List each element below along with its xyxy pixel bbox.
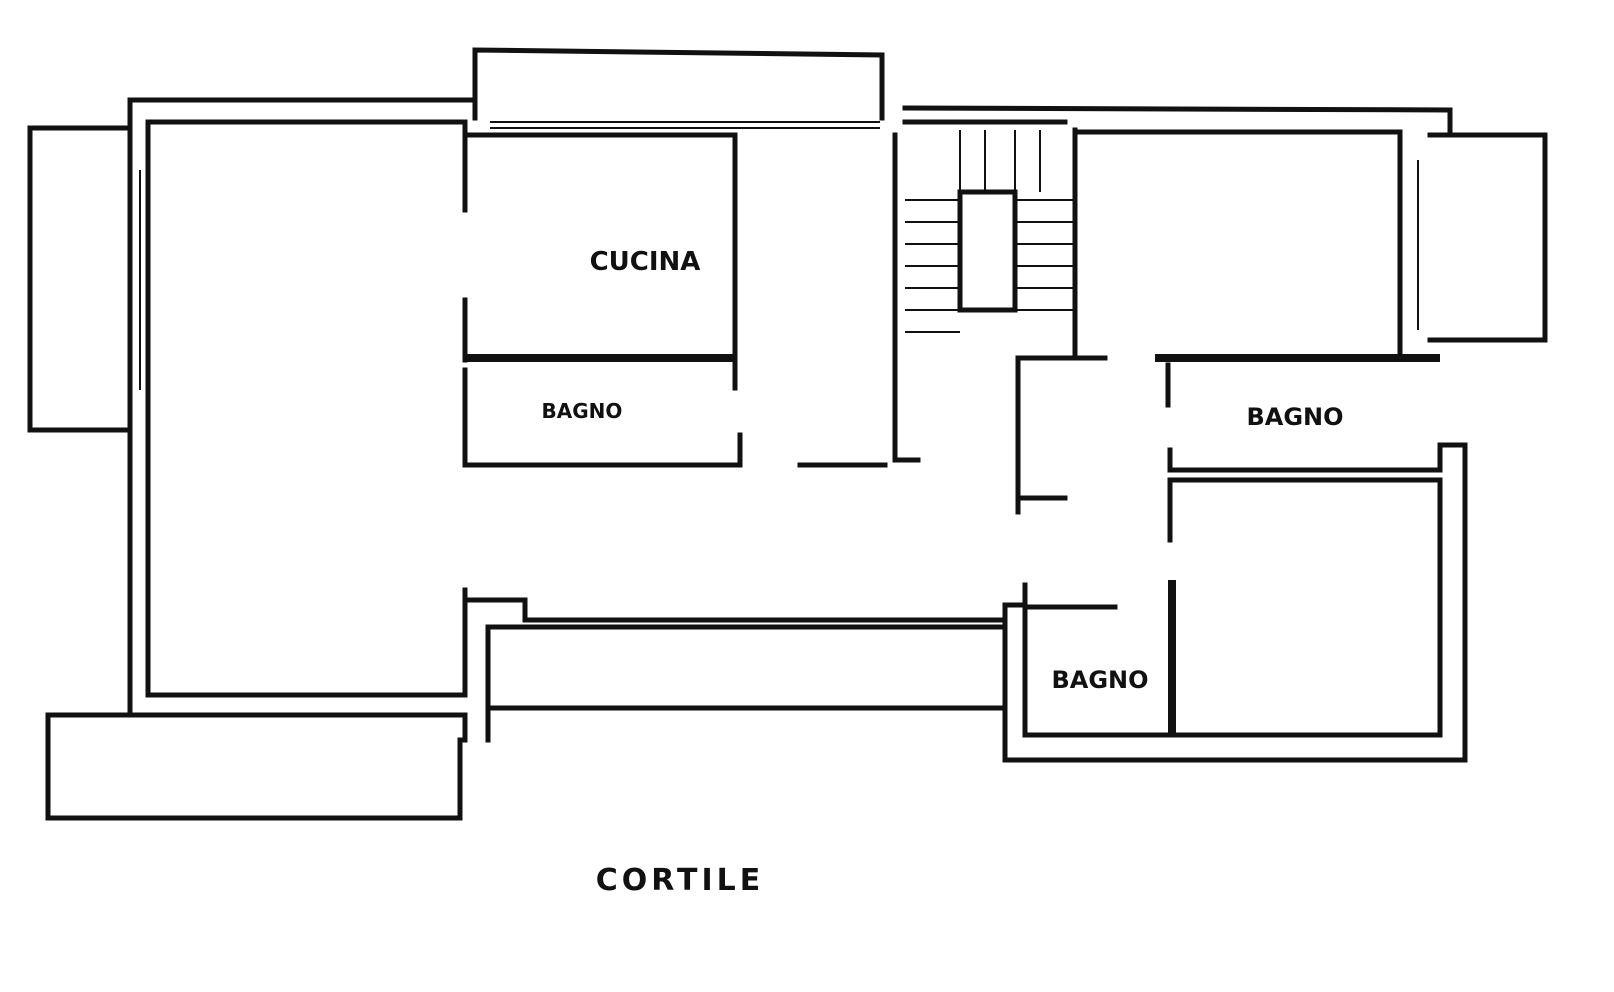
bath-3-wall [1022,582,1443,738]
terrace-wall [485,624,1008,743]
bath-1-label: BAGNO [542,399,623,423]
stair-steps [905,130,1075,333]
south-balcony [45,712,463,821]
top-bay [472,47,885,121]
front-window-wall [462,597,1023,623]
walls [27,47,1548,821]
outer-wall-south-east [1002,622,1468,763]
kitchen-wall [462,132,738,391]
bath-3-label: BAGNO [1051,666,1148,694]
courtyard-label: CORTILE [596,863,765,898]
outer-wall-south [127,712,468,743]
bath-2-label: BAGNO [1246,403,1343,431]
living-south-wall [145,587,468,698]
bath-2-wall [1167,442,1468,763]
stair-wall-west [892,132,921,463]
outer-wall-west [127,97,478,718]
bath-1-wall [462,367,743,468]
left-balcony [27,125,133,433]
stairwell [957,189,1018,313]
living-inner-wall [145,119,468,698]
outer-wall-north-east [902,105,1453,138]
kitchen-label: CUCINA [590,247,701,277]
hall-wall [1015,355,1108,515]
bedroom-north-wall [1077,129,1403,358]
right-balcony [1427,132,1548,343]
bedroom-2-inner [1172,477,1443,738]
